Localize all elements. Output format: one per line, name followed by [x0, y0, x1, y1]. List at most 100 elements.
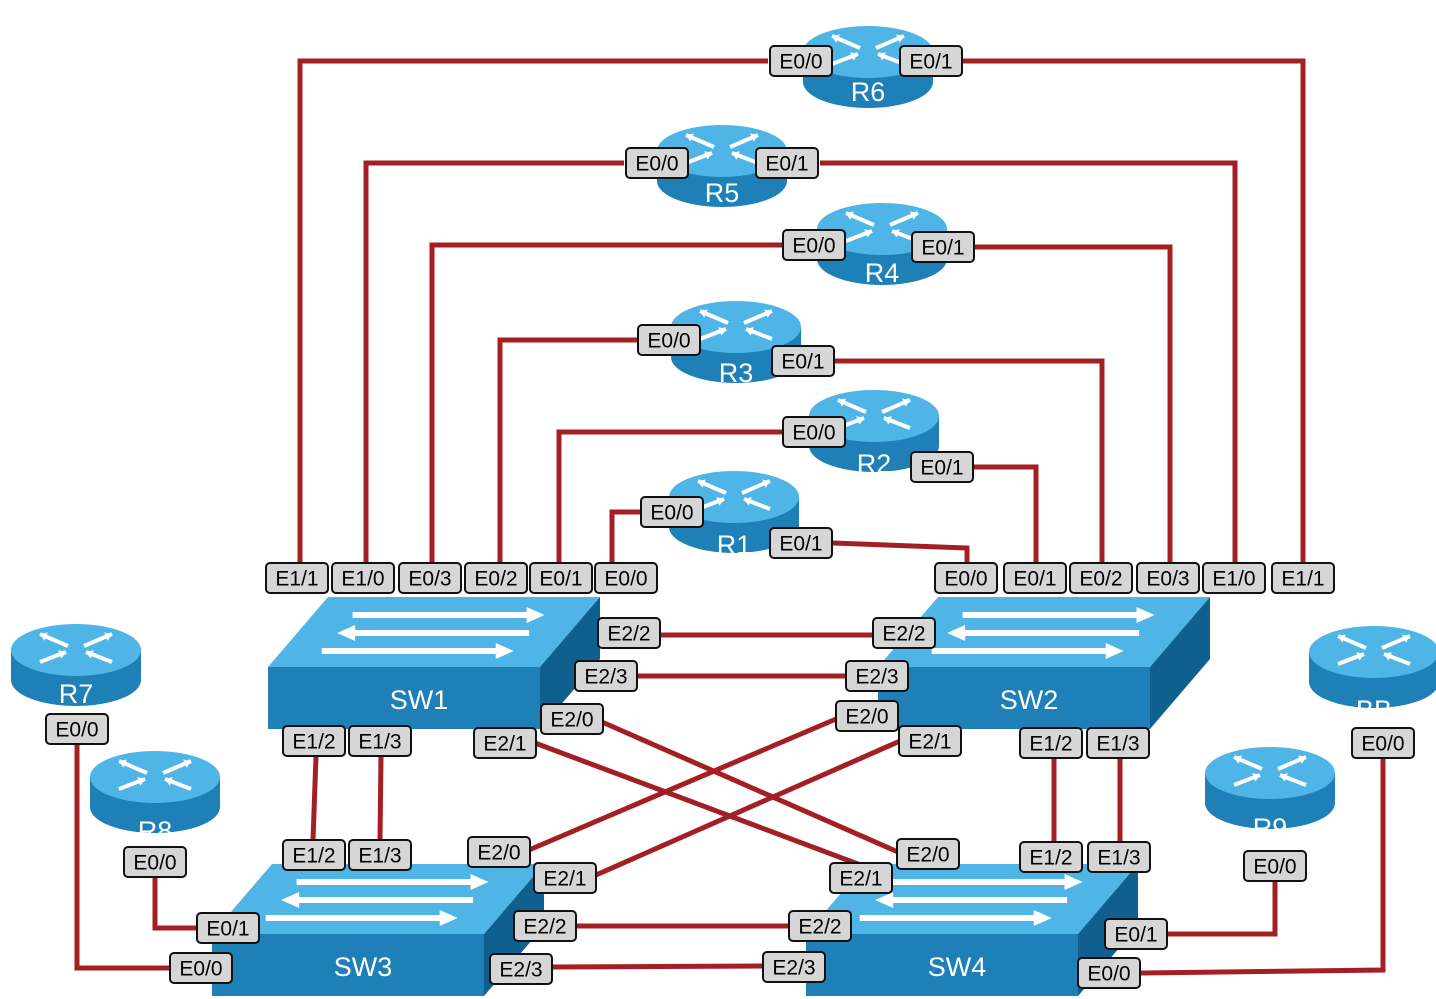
router-arrows-icon — [39, 632, 113, 664]
switch-arrows-icon — [859, 874, 1083, 926]
port-label-text: E2/0 — [477, 842, 520, 865]
port-label-sw2-e00: E0/0 — [934, 562, 998, 594]
port-label-text: E1/2 — [292, 845, 335, 868]
router-label: R3 — [719, 358, 754, 388]
port-label-sw2-e12: E1/2 — [1019, 727, 1083, 759]
port-label-text: E0/0 — [604, 568, 647, 591]
port-label-text: E0/0 — [647, 330, 690, 353]
link-sw3-e23-to-sw4-e23 — [551, 963, 764, 970]
port-label-text: E0/2 — [474, 568, 517, 591]
port-label-text: E1/1 — [1281, 568, 1324, 591]
switch-label: SW4 — [928, 952, 987, 982]
port-label-text: E2/0 — [550, 709, 593, 732]
port-label-sw1-e20: E2/0 — [540, 703, 604, 735]
port-label-sw1-e10: E1/0 — [331, 562, 395, 594]
port-label-text: E2/1 — [483, 733, 526, 756]
router-r5[interactable]: R5 — [657, 125, 787, 208]
port-label-text: E2/1 — [839, 868, 882, 891]
switch-label: SW1 — [390, 685, 449, 715]
port-label-text: E0/0 — [1087, 963, 1130, 986]
switch-label: SW2 — [1000, 685, 1059, 715]
port-label-text: E2/3 — [499, 959, 542, 982]
link-sw2-e20-to-sw3-e20 — [528, 716, 837, 853]
router-label: R1 — [717, 530, 752, 560]
port-label-sw1-e23: E2/3 — [574, 660, 638, 692]
router-r3[interactable]: R3 — [671, 301, 801, 388]
link-r1-e00-to-sw1-e00 — [609, 509, 640, 568]
link-sw1-e20-to-sw4-e20 — [600, 719, 900, 855]
port-label-text: E1/3 — [1096, 733, 1139, 756]
port-label-r5-e01: E0/1 — [755, 147, 819, 179]
port-label-text: E0/1 — [779, 533, 822, 556]
router-label: R9 — [1253, 813, 1288, 843]
link-r6-e01-to-sw2-e11 — [963, 58, 1306, 568]
port-label-text: E0/1 — [1013, 568, 1056, 591]
port-label-sw1-e01: E0/1 — [529, 562, 593, 594]
link-sw1-e21-to-sw4-e21 — [534, 740, 891, 879]
port-label-text: E1/3 — [358, 845, 401, 868]
port-label-sw1-e21: E2/1 — [473, 727, 537, 759]
port-label-text: E0/0 — [650, 502, 693, 525]
port-label-sw2-e20: E2/0 — [835, 700, 899, 732]
router-arrows-icon — [1337, 634, 1411, 666]
port-label-text: E2/2 — [882, 623, 925, 646]
port-label-sw3-e21: E2/1 — [533, 862, 597, 894]
port-label-text: E0/1 — [920, 457, 963, 480]
port-label-r8-e00: E0/0 — [123, 846, 187, 878]
link-r2-e00-to-sw1-e01 — [556, 429, 782, 568]
port-label-sw3-e22: E2/2 — [513, 910, 577, 942]
port-label-text: E0/0 — [792, 422, 835, 445]
port-label-r3-e00: E0/0 — [637, 324, 701, 356]
port-label-sw4-e12: E1/2 — [1019, 841, 1083, 873]
port-label-sw3-e00: E0/0 — [169, 952, 233, 984]
switch-arrows-icon — [931, 607, 1155, 659]
link-r5-e00-to-sw1-e10 — [363, 160, 624, 568]
switch-sw2[interactable]: SW2 — [878, 597, 1210, 729]
port-label-sw1-e13: E1/3 — [348, 725, 412, 757]
port-label-bb-e00: E0/0 — [1351, 727, 1415, 759]
router-r7[interactable]: R7 — [11, 624, 141, 709]
port-label-text: E2/1 — [908, 731, 951, 754]
port-label-sw2-e11: E1/1 — [1271, 562, 1335, 594]
port-label-text: E0/0 — [1253, 856, 1296, 879]
port-label-text: E0/0 — [944, 568, 987, 591]
switch-sw1[interactable]: SW1 — [268, 597, 600, 729]
port-label-text: E0/3 — [408, 568, 451, 591]
port-label-r6-e00: E0/0 — [769, 45, 833, 77]
router-bb[interactable]: BB — [1309, 626, 1436, 725]
port-label-sw4-e23: E2/3 — [762, 951, 826, 983]
router-arrows-icon — [118, 759, 192, 791]
port-label-sw1-e22: E2/2 — [597, 617, 661, 649]
port-label-sw4-e01: E0/1 — [1104, 918, 1168, 950]
port-label-text: E0/1 — [765, 153, 808, 176]
link-r4-e00-to-sw1-e03 — [429, 242, 782, 568]
port-label-r6-e01: E0/1 — [899, 45, 963, 77]
port-label-sw1-e12: E1/2 — [282, 725, 346, 757]
router-arrows-icon — [697, 479, 771, 511]
port-label-sw2-e22: E2/2 — [872, 617, 936, 649]
port-label-sw3-e23: E2/3 — [489, 953, 553, 985]
port-label-r9-e00: E0/0 — [1243, 850, 1307, 882]
port-label-text: E1/2 — [292, 731, 335, 754]
port-label-sw2-e03: E0/3 — [1136, 562, 1200, 594]
port-label-sw4-e13: E1/3 — [1087, 841, 1151, 873]
link-bb-e00-to-sw4-e00 — [1139, 758, 1386, 976]
port-label-text: E2/0 — [845, 706, 888, 729]
port-label-text: E0/0 — [55, 719, 98, 742]
port-label-sw3-e13: E1/3 — [348, 839, 412, 871]
router-r8[interactable]: R8 — [90, 751, 220, 846]
port-label-r2-e01: E0/1 — [910, 451, 974, 483]
link-r3-e01-to-sw2-e02 — [835, 358, 1105, 568]
switch-sw3[interactable]: SW3 — [212, 864, 544, 996]
port-label-text: E2/2 — [798, 916, 841, 939]
port-label-text: E0/1 — [921, 237, 964, 260]
router-r9[interactable]: R9 — [1205, 747, 1335, 843]
link-sw1-e13-to-sw3-e13 — [377, 755, 384, 841]
links-layer — [74, 58, 1386, 976]
link-sw2-e21-to-sw3-e21 — [594, 738, 902, 878]
link-r6-e00-to-sw1-e11 — [297, 58, 768, 568]
link-sw1-e12-to-sw3-e12 — [310, 755, 319, 841]
router-label: R8 — [138, 816, 173, 846]
